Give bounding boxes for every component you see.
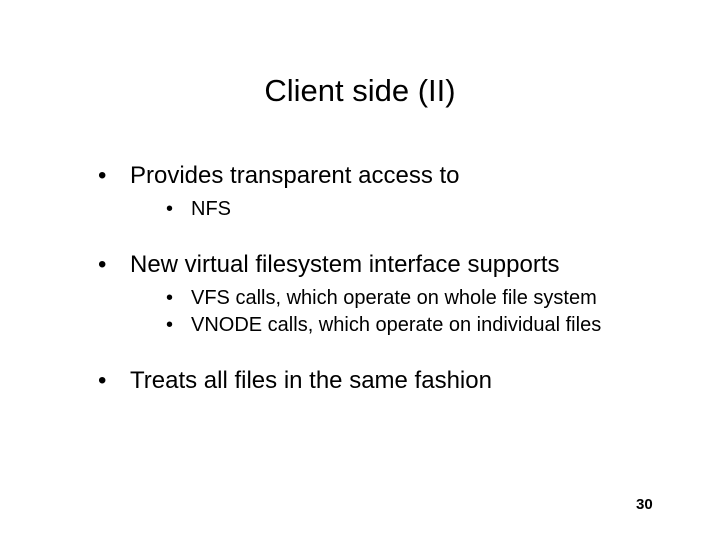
list-item: • VNODE calls, which operate on individu… xyxy=(164,312,720,339)
list-item-label: VNODE calls, which operate on individual… xyxy=(191,314,602,336)
bullet-icon: • xyxy=(98,251,107,278)
bullet-list-level2: • VFS calls, which operate on whole file… xyxy=(130,285,720,339)
list-item: • Treats all files in the same fashion xyxy=(96,365,720,397)
list-item: • New virtual filesystem interface suppo… xyxy=(96,249,720,339)
page-title: Client side (II) xyxy=(264,73,456,108)
bullet-list-level2: • NFS xyxy=(130,196,720,223)
slide-body: • Provides transparent access to • NFS •… xyxy=(0,160,720,397)
bullet-icon: • xyxy=(98,162,107,189)
bullet-icon: • xyxy=(166,287,174,309)
bullet-icon: • xyxy=(98,367,107,394)
bullet-icon: • xyxy=(166,198,174,220)
list-item: • VFS calls, which operate on whole file… xyxy=(164,285,720,312)
list-item: • Provides transparent access to • NFS xyxy=(96,160,720,223)
list-item-label: Treats all files in the same fashion xyxy=(130,367,492,394)
list-item-label: VFS calls, which operate on whole file s… xyxy=(191,287,597,309)
bullet-icon: • xyxy=(166,314,174,336)
list-item-label: NFS xyxy=(191,198,231,220)
list-item-label: Provides transparent access to xyxy=(130,162,460,189)
list-item-label: New virtual filesystem interface support… xyxy=(130,251,560,278)
page-number: 30 xyxy=(636,496,653,513)
list-item: • NFS xyxy=(164,196,720,223)
bullet-list-level1: • Provides transparent access to • NFS •… xyxy=(0,160,720,397)
